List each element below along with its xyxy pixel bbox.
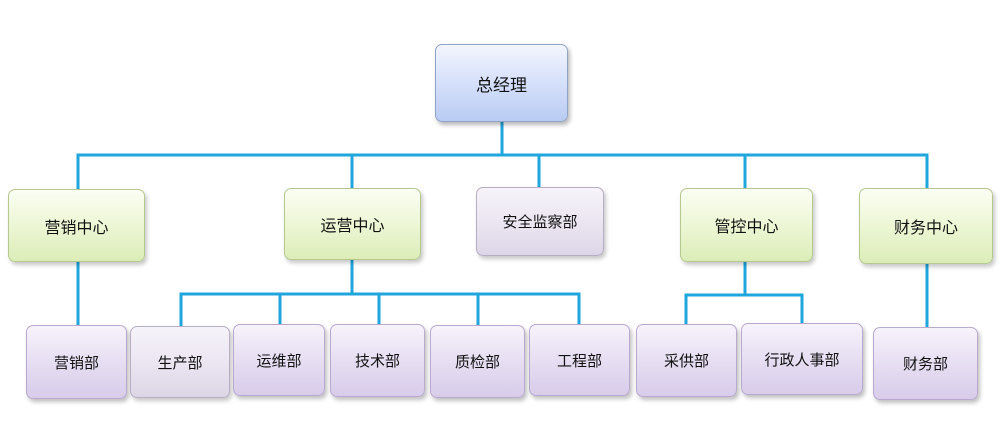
technology-dept-label: 技术部 [354,352,400,370]
maintenance-dept-label: 运维部 [256,351,302,370]
admin-hr-dept-box: 行政人事部 [741,323,863,395]
control-center-box: 管控中心 [680,188,813,262]
engineering-dept-label: 工程部 [556,351,602,370]
control-center-label: 管控中心 [714,217,779,236]
admin-hr-dept-label: 行政人事部 [764,350,840,369]
operations-center-box: 运营中心 [284,188,421,260]
general-manager-box: 总经理 [435,44,568,122]
finance-center-label: 财务中心 [893,218,958,237]
finance-center-box: 财务中心 [859,188,993,264]
quality-dept-label: 质检部 [454,353,500,371]
general-manager-label: 总经理 [476,75,527,96]
quality-dept-box: 质检部 [430,325,525,398]
finance-dept-box: 财务部 [873,327,978,400]
safety-supervision-label: 安全监察部 [502,213,578,231]
marketing-dept-box: 营销部 [26,325,127,399]
marketing-dept-label: 营销部 [53,353,99,372]
production-dept-label: 生产部 [157,353,203,372]
procurement-dept-label: 采供部 [663,352,709,370]
finance-dept-label: 财务部 [902,355,948,373]
technology-dept-box: 技术部 [330,324,425,397]
marketing-center-box: 营销中心 [8,189,145,262]
engineering-dept-box: 工程部 [529,324,630,396]
marketing-center-label: 营销中心 [44,217,109,237]
safety-supervision-box: 安全监察部 [476,187,604,256]
operations-center-label: 运营中心 [320,216,385,235]
maintenance-dept-box: 运维部 [233,324,325,396]
procurement-dept-box: 采供部 [636,324,737,397]
production-dept-box: 生产部 [130,326,230,398]
